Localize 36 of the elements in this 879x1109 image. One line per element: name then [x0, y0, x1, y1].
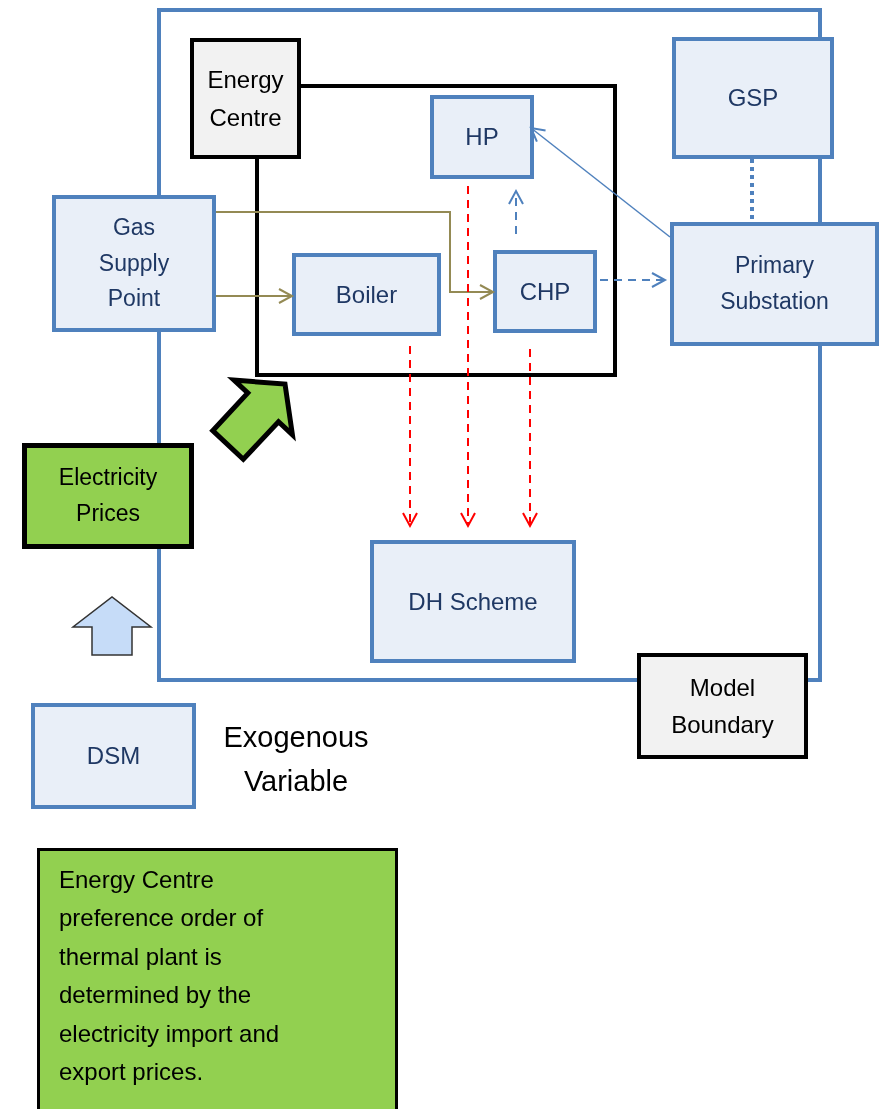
- note-box: [37, 848, 398, 1109]
- block-arrow: [209, 377, 296, 463]
- label-box: [637, 653, 808, 759]
- node-label: Energy Centre preference order of thermal plant is determined by the electricity import and export prices.: [59, 865, 281, 1087]
- node-label: Model Boundary: [670, 672, 775, 740]
- process-box: [292, 253, 441, 336]
- arrow: [215, 211, 494, 300]
- node-label: Boiler: [335, 279, 398, 310]
- node-label: GSP: [727, 83, 779, 114]
- connector-line: [750, 159, 754, 222]
- node-label: DSM: [86, 741, 141, 772]
- arrow: [599, 272, 666, 288]
- arrow: [508, 190, 524, 235]
- process-box: [31, 703, 196, 809]
- arrow: [522, 348, 538, 527]
- node-label: HP: [465, 122, 499, 153]
- side-caption: Exogenous Variable: [222, 720, 370, 799]
- node-label: Electricity Prices: [57, 463, 159, 528]
- arrow: [402, 345, 418, 527]
- node-label: Energy Centre: [206, 65, 285, 133]
- process-box: [493, 250, 597, 333]
- node-label: CHP: [519, 276, 571, 307]
- process-box: [670, 222, 879, 346]
- arrow: [460, 185, 476, 527]
- process-box: [370, 540, 576, 663]
- process-box: [52, 195, 216, 332]
- node-label: DH Scheme: [408, 586, 538, 617]
- arrow: [530, 127, 671, 238]
- label-box: [190, 38, 301, 159]
- process-box: [672, 37, 834, 159]
- node-label: Gas Supply Point: [97, 213, 171, 314]
- arrow: [215, 288, 293, 304]
- prices-box: [22, 443, 194, 549]
- process-box: [430, 95, 534, 179]
- node-label: Primary Substation: [719, 251, 830, 316]
- block-arrow: [70, 596, 154, 656]
